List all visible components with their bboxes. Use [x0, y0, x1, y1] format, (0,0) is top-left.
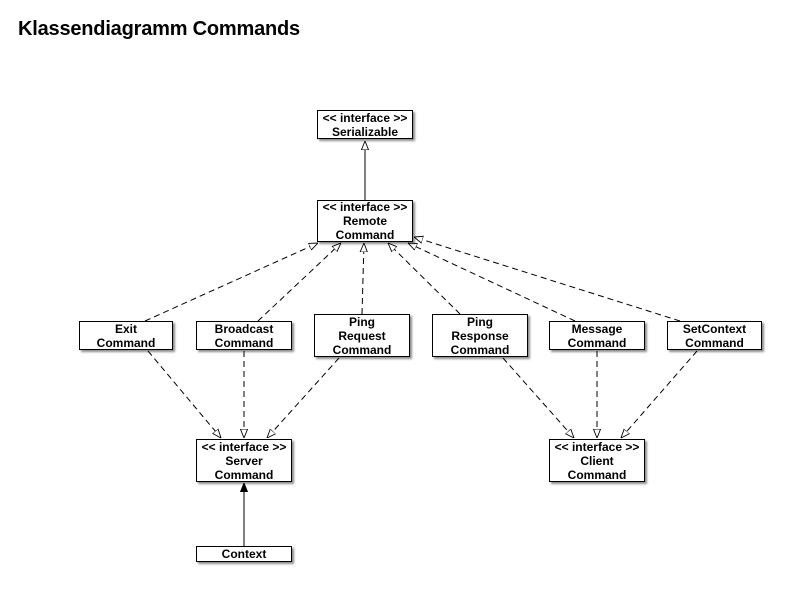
class-name: Serializable [331, 124, 399, 139]
edge-pingrequest-to-remote [362, 243, 364, 315]
class-message-command: Message Command [549, 321, 645, 350]
class-name-line2: Request [338, 328, 386, 343]
class-name-line1: SetContext [682, 321, 747, 336]
class-name-line1: Ping [349, 314, 375, 329]
class-context: Context [196, 546, 292, 562]
class-name-line1: Exit [114, 321, 137, 336]
class-serializable: << interface >> Serializable [317, 110, 413, 139]
edge-exit-to-remote [144, 243, 318, 322]
class-server-command: << interface >> Server Command [196, 439, 292, 482]
edge-pingrequest-to-server [267, 357, 340, 438]
class-name-line1: Remote [342, 214, 387, 228]
class-name-line2: Command [214, 467, 274, 482]
class-name-line2: Response [451, 328, 509, 343]
stereotype-label: << interface >> [201, 439, 287, 454]
class-name-line2: Command [567, 335, 627, 350]
class-name-line2: Command [685, 335, 744, 350]
edge-pingresponse-to-client [502, 357, 574, 438]
edge-exit-to-server [147, 350, 221, 438]
edge-setcontext-to-remote [414, 237, 681, 322]
class-broadcast-command: Broadcast Command [196, 321, 292, 350]
class-name-line1: Message [571, 321, 623, 336]
diagram-title: Klassendiagramm Commands [18, 18, 300, 40]
class-name-line2: Command [96, 335, 156, 350]
class-client-command: << interface >> Client Command [549, 439, 645, 482]
edge-setcontext-to-client [621, 350, 698, 438]
class-ping-response-command: Ping Response Command [432, 314, 528, 357]
class-name-line1: Client [580, 453, 614, 468]
edge-message-to-remote [408, 243, 576, 322]
stereotype-label: << interface >> [322, 110, 408, 125]
class-name-line2: Command [335, 228, 395, 242]
class-name-line1: Broadcast [214, 321, 274, 336]
class-name-line3: Command [332, 342, 392, 357]
class-name-line2: Command [567, 467, 627, 482]
class-exit-command: Exit Command [79, 321, 173, 350]
stereotype-label: << interface >> [554, 439, 640, 454]
class-name-line1: Ping [467, 314, 493, 329]
edge-pingresponse-to-remote [388, 243, 461, 315]
class-name-line3: Command [450, 342, 510, 357]
edge-broadcast-to-remote [257, 243, 341, 322]
stereotype-label: << interface >> [322, 200, 408, 214]
class-name-line1: Server [225, 453, 263, 468]
class-setcontext-command: SetContext Command [667, 321, 762, 350]
class-name-line2: Command [214, 335, 274, 350]
class-ping-request-command: Ping Request Command [314, 314, 410, 357]
class-name: Context [221, 547, 267, 561]
class-remote-command: << interface >> Remote Command [317, 200, 413, 242]
